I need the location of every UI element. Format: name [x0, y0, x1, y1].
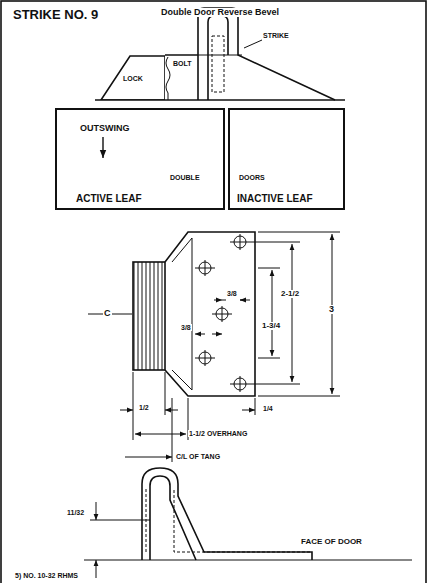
dimension: 3/8 — [180, 324, 192, 331]
note: FACE OF DOOR — [300, 538, 363, 546]
strike-plan-view — [172, 238, 192, 390]
dimension-line — [212, 334, 222, 335]
strike-side-view — [150, 476, 196, 560]
strike-plan-view — [165, 232, 255, 396]
leaf-label: INACTIVE LEAF — [236, 194, 314, 204]
title: STRIKE NO. 9 — [12, 8, 99, 21]
door-label: DOORS — [238, 174, 266, 181]
screw-hole — [230, 376, 250, 392]
section-view — [198, 8, 335, 100]
screw-hole — [212, 306, 232, 322]
strike-plan-view — [88, 232, 340, 462]
section-view — [95, 8, 345, 158]
dimension-line — [250, 242, 300, 384]
dimension: 3 — [328, 305, 335, 314]
dimension-line — [133, 372, 255, 462]
strike-side-view — [146, 488, 310, 552]
dimension-line — [90, 520, 150, 521]
dimension-line — [195, 334, 205, 335]
dimension: 3/8 — [226, 290, 238, 297]
part-label: LOCK — [122, 75, 144, 82]
subtitle: Double Door Reverse Bevel — [160, 8, 280, 17]
dimension-line — [292, 244, 293, 382]
dimension: 11/32 — [66, 509, 85, 516]
door-label: DOUBLE — [169, 174, 201, 181]
section-view — [212, 36, 224, 92]
dimension-line — [332, 234, 333, 394]
leaf-label: ACTIVE LEAF — [75, 194, 143, 204]
door-leaf: OUTSWING DOUBLE ACTIVE LEAF — [55, 108, 225, 210]
dimension-line — [120, 410, 133, 411]
dimension-line — [240, 300, 250, 301]
dimension-line — [272, 270, 273, 356]
dimension: 1-1/2 OVERHANG — [188, 430, 248, 437]
section-view — [165, 54, 198, 56]
screw-hole — [195, 234, 250, 392]
section-view — [208, 16, 228, 100]
dimension: C/L OF TANG — [175, 453, 221, 460]
dimension-line — [258, 268, 280, 358]
strike-plan-view — [133, 262, 165, 370]
strike-side-view — [84, 468, 412, 578]
dimension-line — [135, 434, 186, 435]
dimension-line — [165, 410, 178, 411]
dimension-line — [96, 560, 97, 578]
dimension-line — [90, 502, 150, 578]
note: 5) NO. 10-32 RHMS — [14, 572, 79, 579]
dimension-line — [125, 457, 172, 458]
dimension: 1/4 — [262, 405, 274, 412]
dimension: 2-1/2 — [280, 290, 300, 298]
strike-side-view — [84, 559, 412, 560]
dimension-line — [214, 300, 222, 301]
strike-side-view — [142, 468, 312, 560]
section-view — [198, 55, 242, 56]
part-label: BOLT — [172, 60, 193, 67]
screw-hole — [195, 350, 215, 366]
dimension-line — [258, 232, 340, 396]
dimension: 1-3/4 — [261, 322, 281, 330]
swing-label: OUTSWING — [79, 124, 131, 133]
dimension-line — [88, 232, 340, 462]
screw-hole — [230, 234, 250, 250]
lock-outline — [101, 56, 165, 100]
lock-body: LOCK — [100, 55, 165, 100]
screw-hole — [195, 260, 215, 276]
dimension-line — [96, 502, 97, 520]
section-view — [244, 40, 262, 48]
door-leaf: DOORS INACTIVE LEAF — [228, 108, 345, 210]
section-view — [166, 57, 170, 100]
dimension: 1/2 — [138, 404, 150, 411]
part-label: STRIKE — [262, 32, 290, 39]
centerline-symbol: C — [103, 309, 112, 318]
section-view — [102, 137, 103, 158]
dimension-line — [242, 410, 255, 411]
